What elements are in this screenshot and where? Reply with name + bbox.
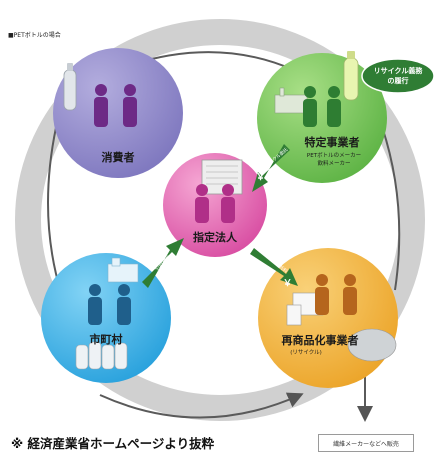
node-designated-corp-label: 指定法人 (193, 230, 238, 244)
arrow-contract: 引取契約 (142, 238, 184, 288)
source-footnote: ※ 経済産業省ホームページより抜粋 (11, 436, 215, 451)
yen-icon: ￥ (256, 172, 265, 183)
node-designated-corp: 指定法人 (163, 153, 267, 257)
node-consumer: 消費者 (53, 48, 183, 178)
node-consumer-label: 消費者 (102, 150, 135, 164)
obligation-badge-line1: リサイクル義務 (374, 66, 424, 75)
people-icon (94, 84, 137, 127)
cycle-ring (15, 19, 425, 421)
diagram-title: ■PETボトルの場合 (8, 32, 61, 39)
town-icon (107, 257, 139, 283)
node-municipality-label: 市町村 (90, 332, 123, 346)
obligation-badge-line2: の履行 (388, 76, 409, 85)
people-icon (315, 274, 357, 315)
node-specified-business-label: 特定事業者 (305, 135, 360, 149)
flakes-pile-icon (347, 328, 397, 362)
arrow-contract-label: 引取契約 (153, 254, 173, 273)
node-specified-business-sub2: 飲料メーカー (317, 159, 350, 167)
people-icon (303, 86, 341, 127)
people-icon (88, 284, 131, 325)
building-icon (201, 159, 243, 195)
sales-destination-box: 繊維メーカーなどへ販売 (318, 434, 414, 452)
node-specified-business-sub1: PETボトルのメーカー (307, 151, 361, 159)
bottles-icon (75, 341, 128, 370)
node-specified-business: 特定事業者 PETボトルのメーカー 飲料メーカー (257, 51, 387, 183)
people-icon (195, 184, 235, 223)
bottle-icon (63, 63, 77, 111)
arrow-municipality-to-recycler (99, 392, 304, 419)
node-recycler-label: 再商品化事業者 (282, 333, 359, 347)
bottle-icon (343, 51, 359, 101)
node-recycler-sub1: (リサイクル) (290, 349, 322, 356)
yen-icon: ￥ (283, 278, 292, 289)
obligation-badge: リサイクル義務 の履行 (361, 58, 435, 94)
factory-icon (274, 87, 308, 114)
node-municipality: 市町村 (41, 253, 171, 383)
